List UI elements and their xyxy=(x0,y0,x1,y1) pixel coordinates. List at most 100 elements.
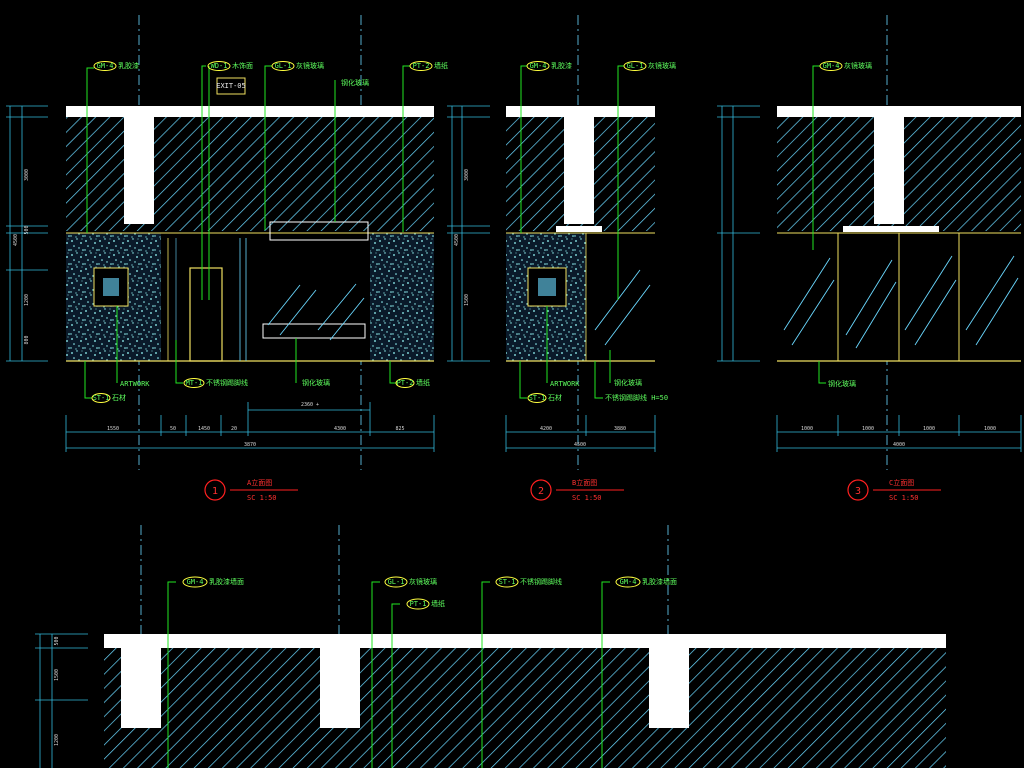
callout-text: 乳胶漆墙面 xyxy=(209,577,244,586)
dimension-text: 4500 xyxy=(13,234,19,246)
callout-tag xyxy=(182,576,208,588)
column xyxy=(874,117,904,224)
callout-text: 不锈钢踢脚线 xyxy=(520,577,562,586)
title-text: A立面图 xyxy=(247,478,272,487)
callout-text: 灰镜玻璃 xyxy=(409,577,437,586)
dimension-text: 1000 xyxy=(984,426,996,432)
ceiling-band xyxy=(104,634,946,648)
callout-tags-top: GM-4 乳胶漆 WD-1 木饰面 GL-1 灰镜玻璃 钢化玻璃 PT-2 墙纸 xyxy=(93,61,448,87)
callout-text: 钢化玻璃 xyxy=(828,379,856,388)
column xyxy=(649,648,689,728)
vertical-dimensions xyxy=(447,105,490,362)
callout-tag-text: ST-1 xyxy=(529,394,546,402)
title-circle xyxy=(847,479,869,501)
column xyxy=(320,648,360,728)
dimension-lines xyxy=(776,415,1022,452)
dimension-text: 20 xyxy=(231,426,237,432)
callout-tag-text: ST-1 xyxy=(499,578,516,586)
callout-tag xyxy=(623,61,647,71)
leader-line xyxy=(812,65,820,250)
callout-text: 墙纸 xyxy=(431,599,445,608)
dimension-text: 1200 xyxy=(54,734,60,746)
upper-wall-hatch xyxy=(104,648,946,768)
callout-text: 乳胶漆 xyxy=(551,61,572,70)
column-base xyxy=(556,226,602,232)
dimension-lines xyxy=(65,402,435,452)
callout-text: 钢化玻璃 xyxy=(302,378,330,387)
dimension-text: 4300 xyxy=(334,426,346,432)
callout-text: 乳胶漆 xyxy=(118,61,139,70)
dimension-text: 500 xyxy=(24,225,30,234)
ceiling-band xyxy=(777,106,1021,117)
callout-tag xyxy=(527,393,547,403)
exit-sign xyxy=(216,77,246,95)
leaders xyxy=(167,581,610,768)
callout-tag-text: MT-1 xyxy=(186,379,203,387)
dimension-text: 1000 xyxy=(801,426,813,432)
callout-text: 乳胶漆墙面 xyxy=(642,577,677,586)
vertical-dimensions xyxy=(6,105,48,362)
title-scale: SC 1:50 xyxy=(247,494,277,502)
column-base xyxy=(843,226,939,232)
door-frame xyxy=(189,267,223,362)
title-number: 2 xyxy=(538,486,544,497)
dimension-text: 800 xyxy=(24,335,30,344)
callout-tag-text: GL-1 xyxy=(627,62,644,70)
leaders-top xyxy=(520,65,624,300)
glass-reflections xyxy=(267,283,365,341)
elevation-3: GM-4 灰镜玻璃 钢化玻璃 1000 1000 1000 1000 4000 … xyxy=(717,15,1022,502)
elevation-1: EXIT-05 GM-4 乳胶漆 WD-1 木饰面 xyxy=(6,15,448,502)
callout-tag xyxy=(526,61,550,71)
callout-tag-text: PT-2 xyxy=(413,62,430,70)
leaders-bottom xyxy=(519,306,611,399)
dimension-text: 2360 + xyxy=(301,402,319,408)
upper-wall-hatch xyxy=(66,117,434,231)
dimension-text: 1000 xyxy=(923,426,935,432)
dimension-text: 1550 xyxy=(107,426,119,432)
bench xyxy=(262,323,366,339)
dimension-text: 4500 xyxy=(454,234,460,246)
callout-text: 石材 xyxy=(548,393,562,402)
callout-tag xyxy=(384,576,408,588)
callout-tag-text: GM-4 xyxy=(187,578,204,586)
callout-text: 钢化玻璃 xyxy=(614,378,642,387)
callout-text: 墙纸 xyxy=(416,378,430,387)
leaders-bottom xyxy=(84,306,397,399)
lower-wall-speckle-right xyxy=(370,233,434,361)
title-circle xyxy=(204,479,226,501)
callout-text: 不锈钢踢脚线 H=50 xyxy=(605,393,668,402)
callout-tag xyxy=(406,598,430,610)
column xyxy=(121,648,161,728)
callout-text: ARTWORK xyxy=(120,380,150,388)
leaders-top xyxy=(86,65,410,300)
callout-text: 墙纸 xyxy=(434,61,448,70)
callout-tag-text: PT-1 xyxy=(410,600,427,608)
callout-tag-text: WD-1 xyxy=(211,62,228,70)
callout-tag xyxy=(183,378,205,388)
dimension-text: 1000 xyxy=(862,426,874,432)
artwork-image xyxy=(538,278,556,296)
elevation-4: GM-4 乳胶漆墙面 GL-1 灰镜玻璃 PT-1 墙纸 ST-1 不锈钢踢脚线… xyxy=(35,525,946,768)
column xyxy=(124,117,154,224)
title-text: C立面图 xyxy=(889,478,914,487)
callout-text: 灰镜玻璃 xyxy=(648,61,676,70)
exit-sign-label: EXIT-05 xyxy=(216,82,246,90)
artwork-image xyxy=(103,278,119,296)
dimension-text: 3880 xyxy=(614,426,626,432)
elevation-2: GM-4 乳胶漆 GL-1 灰镜玻璃 ARTWORK ST-1 石材 钢化玻璃 … xyxy=(447,15,676,502)
dimension-text: 1200 xyxy=(24,294,30,306)
callout-tag-text: PT-2 xyxy=(397,379,414,387)
dimension-text: 3870 xyxy=(244,442,256,448)
glass-reflections xyxy=(783,255,1019,349)
callout-tag-text: GM-4 xyxy=(97,62,114,70)
callout-tag xyxy=(93,61,117,71)
title-scale: SC 1:50 xyxy=(572,494,602,502)
callout-tag xyxy=(495,576,519,588)
callout-text: 灰镜玻璃 xyxy=(296,61,324,70)
vertical-dimensions xyxy=(717,105,760,362)
dimension-text: 50 xyxy=(170,426,176,432)
ceiling-band xyxy=(66,106,434,117)
callout-text: ARTWORK xyxy=(550,380,580,388)
title-number: 1 xyxy=(212,486,218,497)
